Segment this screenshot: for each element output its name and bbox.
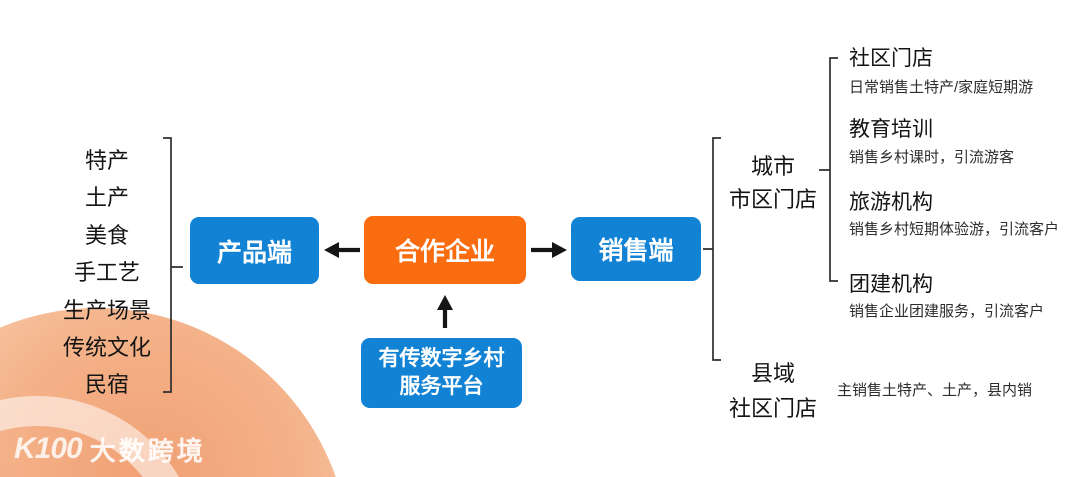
- list-item: 民宿: [84, 372, 129, 398]
- channel-desc: 销售乡村课时，引流游客: [849, 149, 1015, 166]
- city-stores-label-line2: 市区门店: [728, 187, 817, 212]
- node-sales-label: 销售端: [598, 237, 674, 265]
- watermark-logo: K100 大数跨境: [14, 432, 206, 466]
- channel-title: 团建机构: [849, 273, 933, 296]
- arrow-left-icon: [324, 242, 360, 258]
- node-product-label: 产品端: [216, 238, 292, 267]
- list-item: 传统文化: [62, 335, 151, 361]
- county-stores-label-line2: 社区门店: [728, 396, 817, 421]
- list-item: 土产: [84, 185, 129, 211]
- node-platform-label-line1: 有传数字乡村: [378, 346, 505, 370]
- channel-title: 教育培训: [849, 118, 933, 141]
- channel-desc: 销售乡村短期体验游，引流客户: [849, 221, 1060, 238]
- node-platform-label-line2: 服务平台: [399, 375, 484, 398]
- list-item: 美食: [84, 222, 129, 248]
- list-item: 特产: [84, 148, 129, 173]
- channel-desc: 销售企业团建服务，引流客户: [849, 303, 1045, 320]
- channel-title: 社区门店: [849, 47, 933, 70]
- list-item: 手工艺: [73, 260, 140, 286]
- node-cooperation-label: 合作企业: [394, 238, 495, 266]
- node-cooperation: 合作企业: [364, 216, 526, 284]
- arrow-up-icon: [437, 295, 453, 328]
- arrow-right-icon: [531, 242, 567, 258]
- logo-mark: K100: [14, 432, 83, 465]
- node-platform: 有传数字乡村 服务平台: [361, 338, 522, 408]
- list-item: 生产场景: [62, 297, 151, 323]
- product-source-list: 特产 土产 美食 手工艺 生产场景 传统文化 民宿: [28, 142, 186, 404]
- county-stores-label: 县域 社区门店: [718, 356, 828, 426]
- city-stores-label: 城市 市区门店: [718, 150, 828, 216]
- node-product: 产品端: [190, 217, 319, 284]
- county-stores-label-line1: 县域: [750, 361, 795, 386]
- logo-wordmark: 大数跨境: [89, 436, 206, 466]
- channel-desc: 日常销售土特产/家庭短期游: [849, 79, 1034, 96]
- channel-title: 旅游机构: [849, 191, 933, 214]
- city-stores-label-line1: 城市: [750, 154, 795, 179]
- node-sales: 销售端: [571, 217, 701, 281]
- county-stores-desc: 主销售土特产、土产，县内销: [837, 382, 1033, 399]
